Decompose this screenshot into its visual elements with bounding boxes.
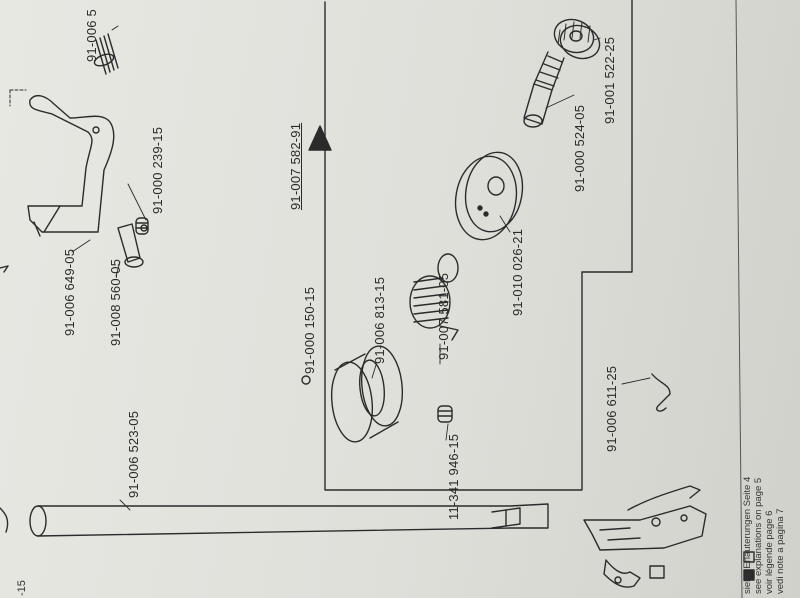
part-number-label: 91-007 581-05 xyxy=(436,272,451,360)
legend-line: voir légende page 6 xyxy=(764,510,775,594)
threaded-rod-icon xyxy=(523,51,565,128)
legend-line: see explanations on page 5 xyxy=(753,477,764,594)
legend-box-filled xyxy=(743,569,755,581)
leader-line xyxy=(119,499,131,511)
leader-line xyxy=(115,261,121,277)
left-edge-fragment-2 xyxy=(0,265,9,273)
part-number-label: 91-000 150-15 xyxy=(302,286,317,374)
part-number-label: 11-341 946-15 xyxy=(446,433,461,520)
coil-spring-icon xyxy=(409,253,459,341)
leader-line xyxy=(593,37,601,41)
knurled-nut-icon xyxy=(553,18,601,60)
spring-icon xyxy=(93,25,119,75)
legend-notes: siehe Erläuterungen Seite 4 see explanat… xyxy=(742,477,786,594)
leader-line xyxy=(71,239,91,253)
part-number-label: 91-001 522-25 xyxy=(602,36,617,124)
hook-assembly-icon xyxy=(583,485,707,588)
leader-line xyxy=(445,423,449,441)
part-number-label: 91-006 611-25 xyxy=(604,365,619,452)
marker-dot xyxy=(140,224,148,232)
small-nut-icon xyxy=(437,405,453,423)
shaft-icon xyxy=(29,503,549,537)
pin-icon xyxy=(117,223,144,268)
leader-line xyxy=(499,215,511,233)
leader-line xyxy=(371,364,377,379)
part-number-label: 91-000 239-15 xyxy=(150,126,165,214)
page-edge-line xyxy=(735,0,743,598)
part-number-label: 91-006 813-15 xyxy=(372,276,387,364)
page-reference: -15 xyxy=(16,580,28,596)
disc-icon xyxy=(454,151,524,241)
leader-line xyxy=(127,183,147,221)
part-number-label: 91-000 524-05 xyxy=(572,104,587,192)
leader-line xyxy=(621,377,651,385)
part-number-label: 91-010 026-21 xyxy=(510,228,525,316)
part-number-label: 91-006 5 xyxy=(84,9,99,62)
small-screw-icon xyxy=(135,217,149,235)
bracket-lever-icon xyxy=(9,89,115,237)
marker-dot xyxy=(301,375,311,385)
left-edge-fragment xyxy=(0,507,9,533)
legend-line: siehe Erläuterungen Seite 4 xyxy=(742,476,753,594)
wire-clip-icon xyxy=(651,373,671,412)
legend-box-outline xyxy=(743,551,755,563)
assembly-boundary xyxy=(324,0,633,491)
part-number-label: 91-008 560-05 xyxy=(108,258,123,346)
part-number-label: 91-006 649-05 xyxy=(62,248,77,336)
assembly-arrow-icon xyxy=(308,125,332,151)
legend-line: vedi note a pagina 7 xyxy=(775,508,786,594)
assembly-number-label: 91-007 582-91 xyxy=(288,122,303,210)
part-number-label: 91-006 523-05 xyxy=(126,410,141,498)
leader-line xyxy=(545,94,575,109)
ring-bushing-icon xyxy=(330,345,404,443)
